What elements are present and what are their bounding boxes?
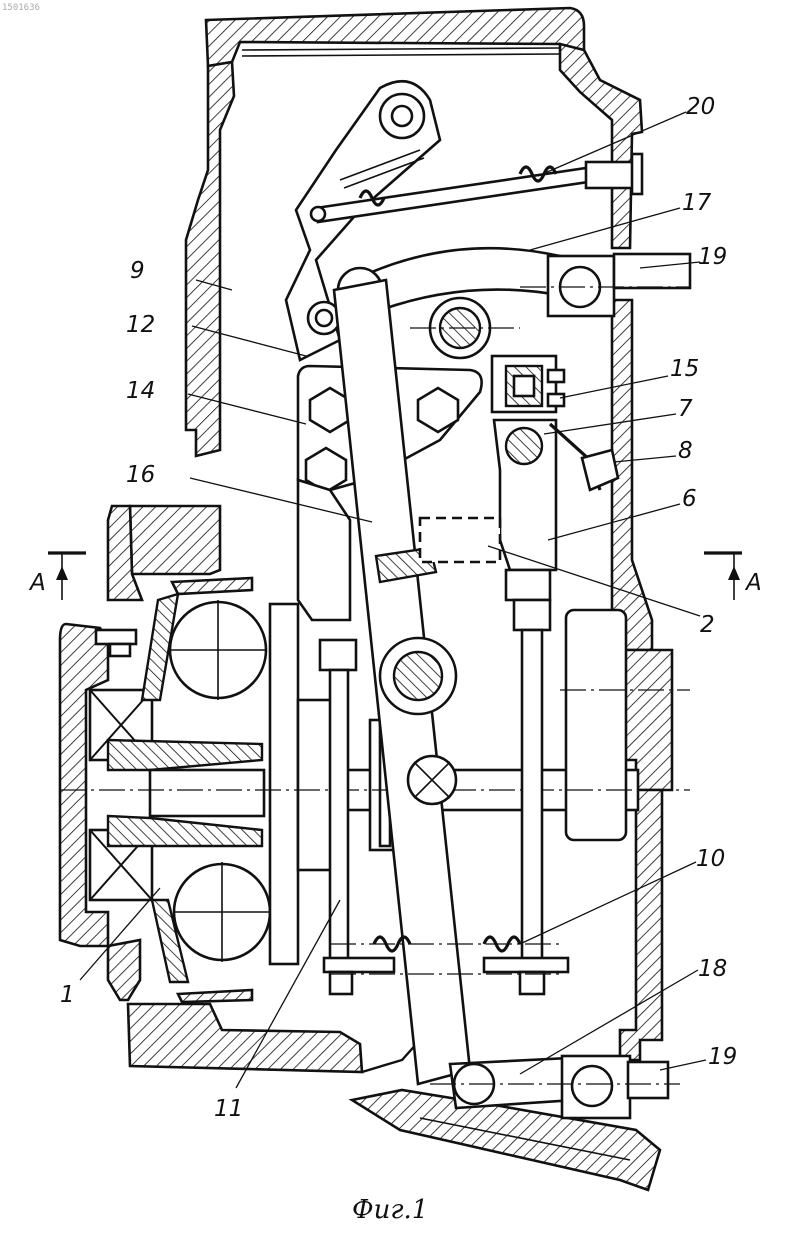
svg-text:А: А: [744, 570, 762, 596]
section-mark-left: А: [28, 553, 86, 600]
callout-15: 15: [670, 356, 699, 382]
callout-16: 16: [126, 462, 155, 488]
svg-text:А: А: [28, 570, 46, 596]
callout-7: 7: [678, 396, 693, 422]
callout-20: 20: [686, 94, 715, 120]
callout-10: 10: [696, 846, 725, 872]
callout-6: 6: [682, 486, 697, 512]
callout-2: 2: [700, 612, 715, 638]
callout-11: 11: [214, 1096, 243, 1122]
callout-18: 18: [698, 956, 727, 982]
callout-9: 9: [130, 258, 145, 284]
section-mark-right: А: [704, 553, 762, 600]
figure-caption: Фиг.1: [352, 1195, 428, 1225]
callout-17: 17: [682, 190, 712, 216]
callout-14: 14: [126, 378, 155, 404]
callout-12: 12: [126, 312, 155, 338]
callout-19-lower: 19: [708, 1044, 737, 1070]
callout-19-upper: 19: [698, 244, 727, 270]
doc-number: 1501636: [2, 3, 40, 13]
callout-8: 8: [678, 438, 693, 464]
callout-1: 1: [60, 982, 75, 1008]
